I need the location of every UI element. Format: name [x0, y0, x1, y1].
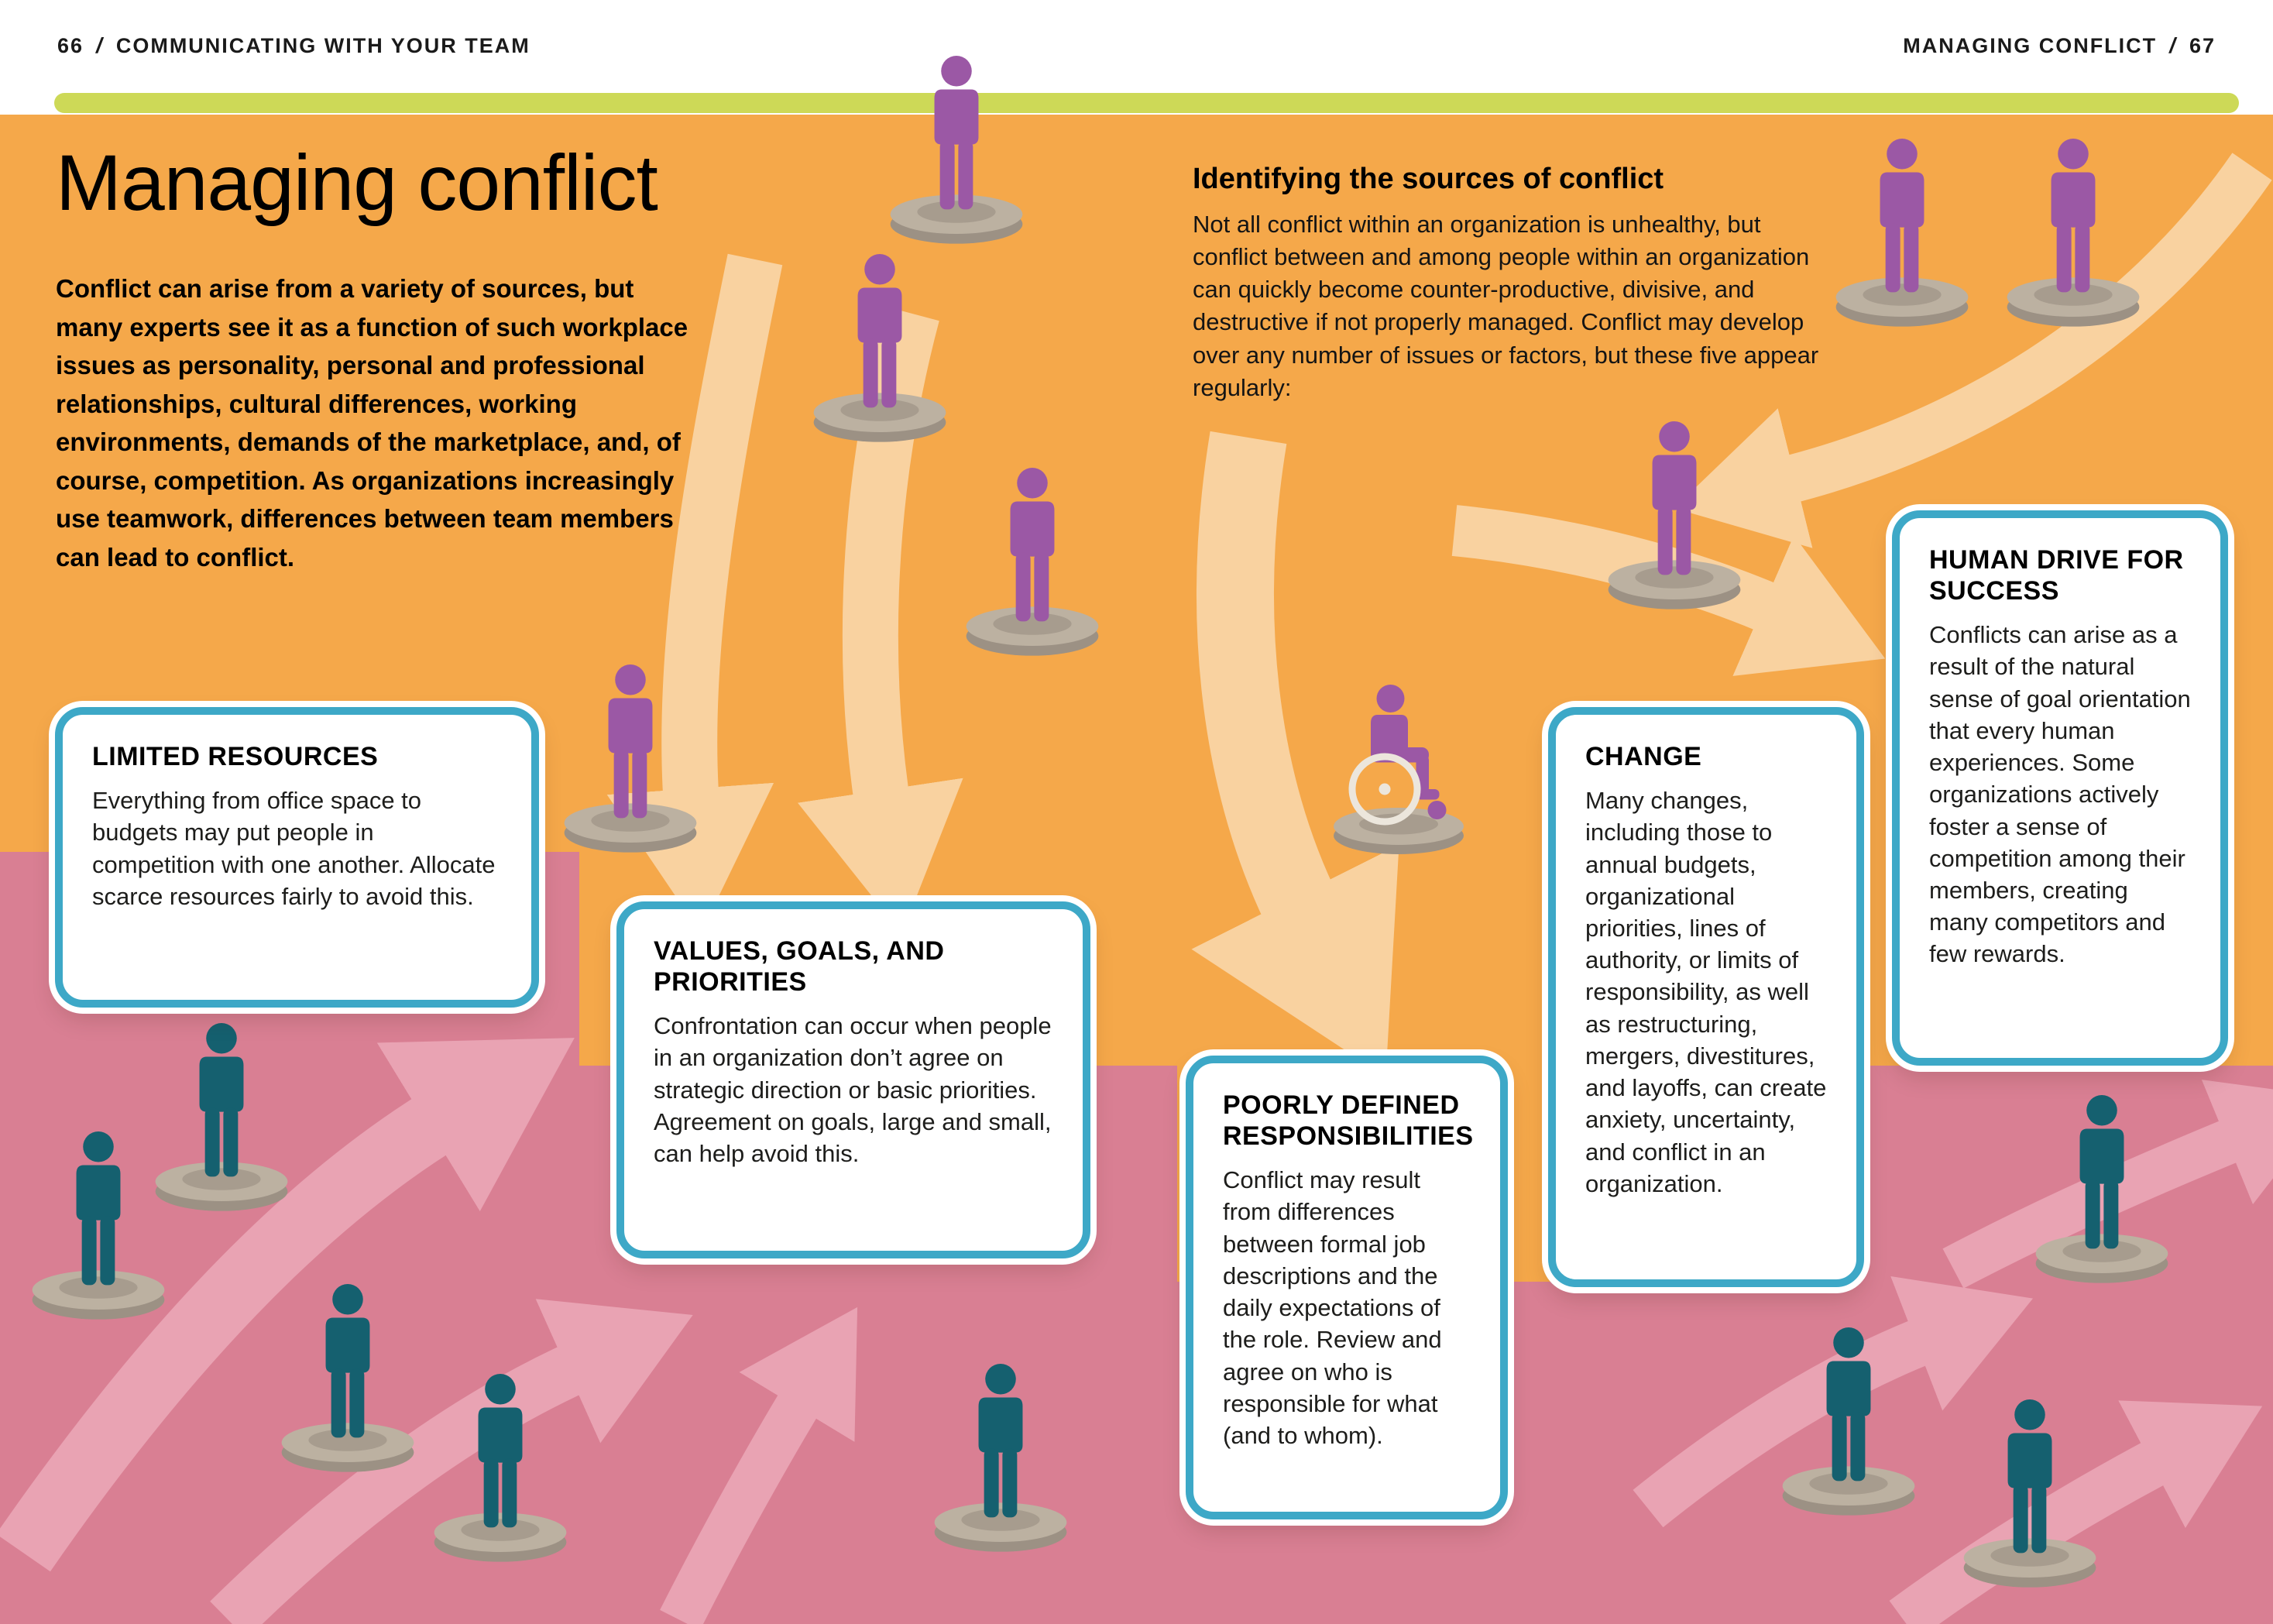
person-figure-icon: [1775, 1324, 1922, 1520]
sources-section: Identifying the sources of conflict Not …: [1193, 163, 1828, 404]
person-figure-icon: [274, 1281, 421, 1477]
sources-body: Not all conflict within an organization …: [1193, 211, 1819, 401]
person-figure-icon: [557, 661, 704, 857]
person-figure-icon: [427, 1371, 574, 1567]
callout-title: VALUES, GOALS, AND PRIORITIES: [654, 936, 945, 997]
header-slash-right: /: [2169, 33, 2177, 57]
callout-title: LIMITED RESOURCES: [92, 742, 379, 771]
callout-body: Conflict may result from differences bet…: [1223, 1166, 1442, 1449]
person-figure-icon: [1956, 1396, 2103, 1592]
header-right: MANAGING CONFLICT / 67: [1903, 33, 2216, 58]
callout-title: CHANGE: [1585, 742, 1702, 771]
running-header: 66 / COMMUNICATING WITH YOUR TEAM MANAGI…: [0, 0, 2273, 115]
accent-bar: [54, 93, 2239, 113]
callout-human-drive-for-success: HUMAN DRIVE FOR SUCCESS Conflicts can ar…: [1892, 510, 2228, 1066]
page-number-right: 67: [2189, 33, 2216, 57]
person-figure-icon: [2000, 136, 2147, 331]
header-title-left: COMMUNICATING WITH YOUR TEAM: [115, 33, 530, 57]
callout-title: HUMAN DRIVE FOR SUCCESS: [1929, 545, 2184, 606]
callout-change: CHANGE Many changes, including those to …: [1548, 707, 1864, 1287]
callout-poorly-defined-responsibilities: POORLY DEFINED RESPONSIBILITIES Conflict…: [1186, 1056, 1508, 1519]
callout-limited-resources: LIMITED RESOURCES Everything from office…: [55, 707, 539, 1008]
page-number-left: 66: [57, 33, 84, 57]
person-figure-icon: [883, 53, 1030, 249]
person-figure-icon: [25, 1128, 172, 1324]
person-figure-icon: [927, 1361, 1074, 1557]
callout-title: POORLY DEFINED RESPONSIBILITIES: [1223, 1090, 1474, 1152]
person-figure-icon: [2028, 1092, 2175, 1288]
person-figure-icon: [1601, 418, 1748, 614]
callout-body: Many changes, including those to annual …: [1585, 787, 1827, 1197]
person-figure-icon: [806, 251, 953, 447]
callout-values-goals-priorities: VALUES, GOALS, AND PRIORITIES Confrontat…: [616, 901, 1090, 1258]
header-title-right: MANAGING CONFLICT: [1903, 33, 2158, 57]
callout-body: Everything from office space to budgets …: [92, 787, 496, 910]
page-title: Managing conflict: [56, 139, 658, 227]
person-figure-icon: [1828, 136, 1976, 331]
callout-body: Conflicts can arise as a result of the n…: [1929, 621, 2191, 968]
sources-heading: Identifying the sources of conflict: [1193, 163, 1664, 195]
person-figure-icon: [959, 465, 1106, 661]
header-slash-left: /: [96, 33, 104, 57]
header-left: 66 / COMMUNICATING WITH YOUR TEAM: [57, 33, 530, 58]
wheelchair-person-icon: [1317, 673, 1480, 859]
callout-body: Confrontation can occur when people in a…: [654, 1012, 1052, 1168]
intro-paragraph: Conflict can arise from a variety of sou…: [56, 274, 688, 572]
